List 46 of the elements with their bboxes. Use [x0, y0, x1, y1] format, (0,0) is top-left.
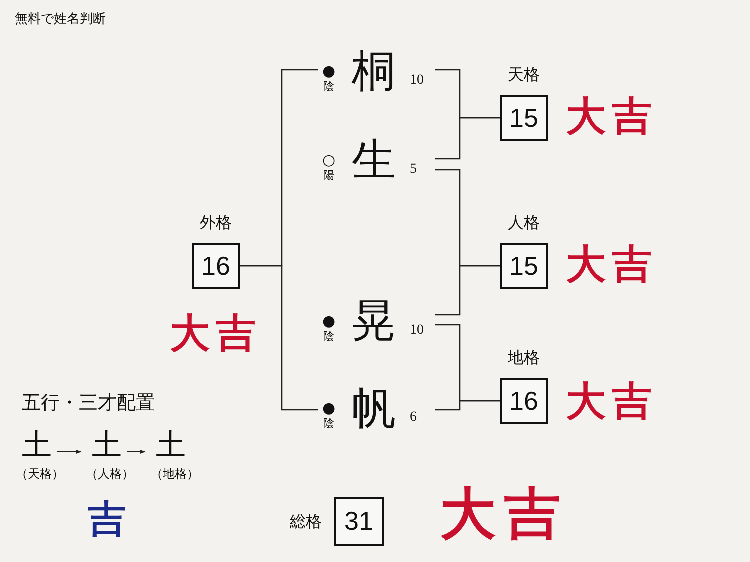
name-character: 晃 — [352, 297, 396, 347]
fortune-result: 大吉 — [566, 380, 658, 424]
element-character: 土 — [21, 428, 53, 464]
element-character: 土 — [91, 428, 123, 464]
name-character: 帆 — [352, 384, 396, 434]
yin-yang-mark: ● — [321, 400, 337, 416]
bracket-line — [435, 117, 500, 160]
bracket-line — [240, 265, 318, 411]
category-label: 総格 — [290, 511, 322, 533]
site-title: 無料で姓名判断 — [15, 11, 106, 28]
category-label: 地格 — [508, 347, 540, 369]
yin-yang-label: 陰 — [322, 330, 336, 343]
element-caption: （天格） — [16, 466, 64, 483]
stroke-count: 5 — [410, 162, 417, 178]
fortune-result: 吉 — [88, 500, 126, 538]
score-box: 31 — [334, 497, 384, 546]
score-box: 15 — [500, 243, 548, 289]
arrow — [56, 450, 82, 454]
score-box: 15 — [500, 95, 548, 141]
section-heading: 五行・三才配置 — [22, 391, 155, 416]
yin-yang-mark: ○ — [321, 152, 337, 168]
yin-yang-label: 陰 — [322, 80, 336, 93]
stroke-count: 10 — [410, 323, 424, 339]
element-character: 土 — [155, 428, 187, 464]
fortune-result: 大吉 — [440, 484, 569, 546]
element-caption: （地格） — [151, 466, 199, 483]
name-character: 生 — [352, 136, 396, 186]
stroke-count: 10 — [410, 73, 424, 89]
fortune-result: 大吉 — [170, 312, 262, 356]
yin-yang-label: 陽 — [322, 169, 336, 182]
yin-yang-mark: ● — [321, 313, 337, 329]
name-character: 桐 — [352, 47, 396, 97]
bracket-line — [435, 265, 500, 316]
yin-yang-label: 陰 — [322, 417, 336, 430]
score-box: 16 — [500, 378, 548, 424]
bracket-line — [435, 400, 500, 411]
category-label: 天格 — [508, 64, 540, 86]
yin-yang-mark: ● — [321, 63, 337, 79]
stroke-count: 6 — [410, 410, 417, 426]
category-label: 外格 — [200, 212, 232, 234]
arrow — [126, 450, 146, 454]
fortune-result: 大吉 — [566, 243, 658, 287]
element-caption: （人格） — [86, 466, 134, 483]
category-label: 人格 — [508, 212, 540, 234]
fortune-result: 大吉 — [566, 95, 658, 139]
score-box: 16 — [192, 243, 240, 289]
